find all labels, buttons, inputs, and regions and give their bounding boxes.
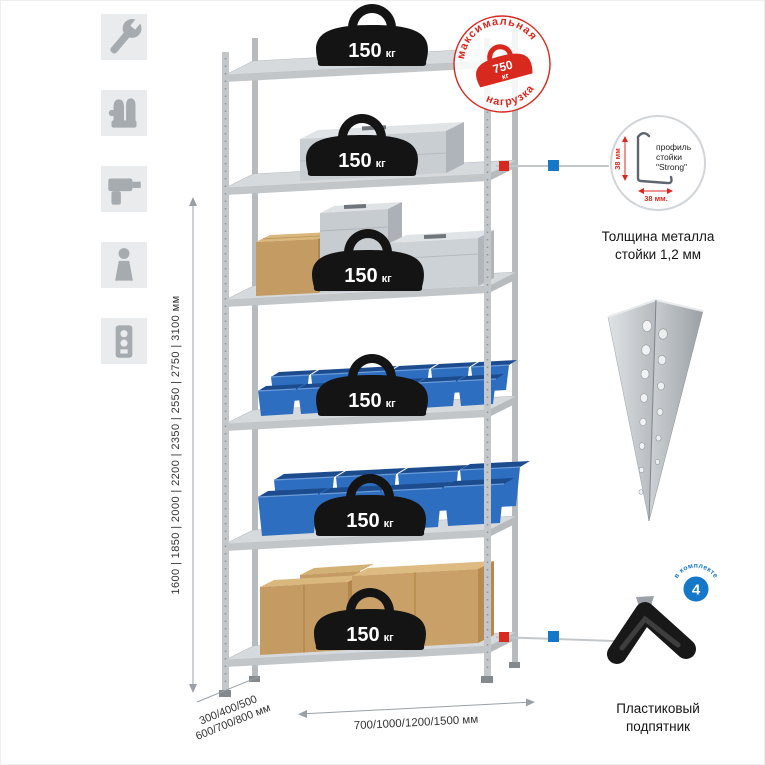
svg-text:"Strong": "Strong" xyxy=(656,162,687,172)
profile-caption-line1: Толщина металла xyxy=(601,229,715,244)
red-marker-square xyxy=(499,161,509,171)
svg-text:38 мм.: 38 мм. xyxy=(644,194,668,203)
drill-icon xyxy=(101,166,147,212)
depth-dimension-line xyxy=(196,676,259,703)
svg-text:38 мм: 38 мм xyxy=(613,148,622,170)
blue-marker-square xyxy=(548,631,559,642)
svg-text:4: 4 xyxy=(692,582,701,599)
width-dimension-line xyxy=(298,698,535,718)
plastic-foot-image xyxy=(607,596,696,664)
power-strip-icon xyxy=(101,318,147,364)
height-dimension-label: 1600 | 1850 | 2000 | 2200 | 2350 | 2550 … xyxy=(170,295,182,595)
svg-text:кг: кг xyxy=(501,71,510,81)
wrench-icon xyxy=(101,14,147,60)
front-posts xyxy=(219,38,493,697)
svg-text:стойки: стойки xyxy=(656,152,682,162)
red-marker-square xyxy=(499,632,509,642)
foot-caption: Пластиковый подпятник xyxy=(573,700,743,735)
max-load-stamp: максимальная нагрузка 750 кг xyxy=(447,6,551,114)
post-profile-drawing xyxy=(636,132,673,185)
gloves-icon xyxy=(101,90,147,136)
foot-caption-line2: подпятник xyxy=(625,718,691,734)
foot-caption-line1: Пластиковый xyxy=(616,701,700,716)
height-dimension-line xyxy=(189,197,197,693)
svg-text:профиль: профиль xyxy=(656,142,692,152)
angle-post-image xyxy=(607,299,704,522)
included-count-badge: в комплекте 4 xyxy=(673,563,719,604)
callout-connectors xyxy=(495,160,615,642)
svg-text:750: 750 xyxy=(491,57,514,76)
profile-caption-line2: стойки 1,2 мм xyxy=(614,246,702,262)
profile-caption: Толщина металла стойки 1,2 мм xyxy=(573,228,743,263)
person-icon xyxy=(101,242,147,288)
profile-callout: 38 мм 38 мм. профиль стойки "Strong" xyxy=(610,115,706,211)
stamp-kettlebell-icon: 750 кг xyxy=(476,44,533,88)
blue-marker-square xyxy=(548,160,559,171)
back-posts xyxy=(249,24,520,682)
